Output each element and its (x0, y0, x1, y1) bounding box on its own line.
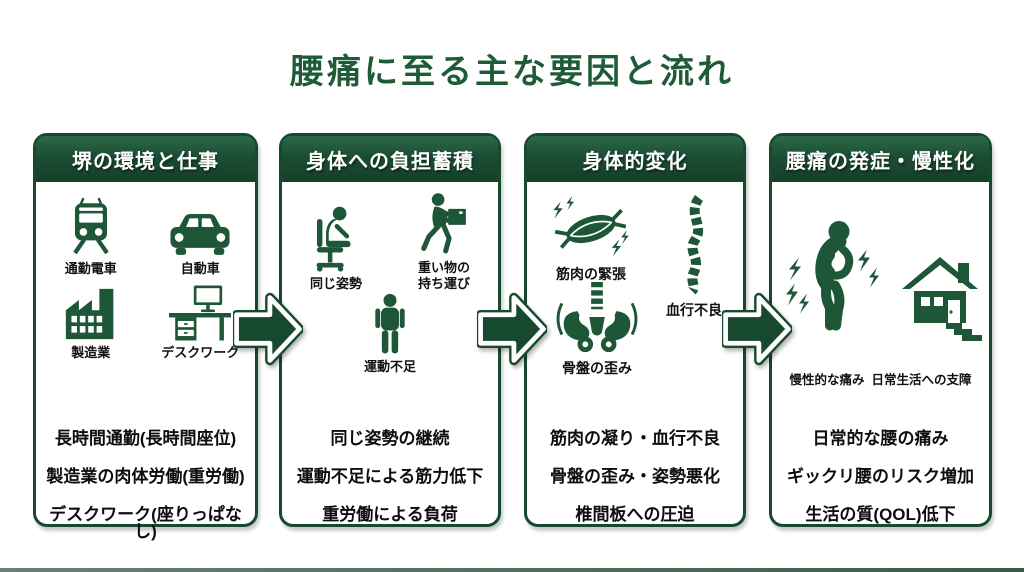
train-icon (64, 195, 118, 257)
icon-cell-pain-person (782, 188, 888, 366)
icon-label: 運動不足 (363, 359, 416, 375)
icon-label: 重い物の 持ち運び (417, 260, 470, 291)
car-icon (167, 211, 233, 257)
icon-label: 骨盤の歪み (562, 360, 632, 376)
icon-cell-pelvis: 骨盤の歪み (545, 280, 649, 377)
panel-environment-work: 堺の環境と仕事 通勤電車 (33, 133, 258, 540)
icon-label: 慢性的な痛み (789, 373, 865, 387)
point-text: 筋肉の凝り・血行不良 (550, 429, 720, 448)
panel-backpain-onset: 腰痛の発症・慢性化 (769, 133, 992, 527)
point-text: 同じ姿勢の継続 (330, 429, 450, 448)
panel-icon-area: 通勤電車 (36, 182, 255, 404)
point-text: ギックリ腰のリスク増加 (787, 467, 974, 486)
desk-icon (169, 285, 232, 341)
icon-label: 日常生活への支障 (871, 373, 972, 387)
flow-arrow-right (722, 289, 792, 369)
point-text: 運動不足による筋力低下 (296, 467, 484, 486)
point-text: デスクワーク(座りっぱなし) (49, 505, 242, 541)
pelvis-icon (545, 280, 649, 356)
icon-label: 筋肉の緊張 (556, 266, 626, 282)
factory-icon (61, 287, 121, 341)
panel-header: 堺の環境と仕事 (36, 136, 255, 182)
point-text: 長時間通勤(長時間座位) (54, 429, 237, 448)
icon-label: 自動車 (180, 261, 220, 276)
standing-person-icon (371, 293, 409, 355)
back-pain-person-icon (782, 188, 888, 366)
spine-icon (659, 190, 729, 298)
panel-icon-area: 慢性的な痛み 日常生活への支障 (772, 182, 989, 404)
icon-cell-train: 通勤電車 (36, 195, 146, 277)
icon-cell-house (890, 254, 990, 342)
icon-cell-sitting: 同じ姿勢 (282, 192, 390, 291)
icon-cell-factory: 製造業 (36, 285, 146, 361)
icon-cell-muscle: 筋肉の緊張 (535, 196, 647, 283)
icon-label: 血行不良 (666, 302, 722, 318)
icon-label: デスクワーク (161, 344, 240, 360)
panel-header: 身体への負担蓄積 (282, 136, 498, 182)
icon-cell-standing: 運動不足 (282, 293, 498, 375)
panel-header: 身体的変化 (527, 136, 743, 182)
panel-points: 筋肉の凝り・血行不良 骨盤の歪み・姿勢悪化 椎間板への圧迫 (527, 404, 743, 523)
flow-arrow-right (233, 289, 303, 369)
panel-physical-change: 身体的変化 (524, 133, 746, 527)
flow-arrow-right (477, 289, 547, 369)
panel-body-burden: 身体への負担蓄積 (279, 133, 501, 527)
house-icon (890, 254, 990, 342)
bottom-edge-strip (0, 568, 1024, 572)
icon-cell-spine: 血行不良 (659, 190, 729, 319)
icon-cell-car: 自動車 (146, 195, 256, 277)
sitting-posture-icon (307, 204, 365, 272)
point-text: 骨盤の歪み・姿勢悪化 (550, 467, 720, 486)
icon-labels-row: 慢性的な痛み 日常生活への支障 (772, 373, 989, 388)
icon-label: 製造業 (71, 344, 111, 360)
point-text: 日常的な腰の痛み (812, 429, 949, 448)
point-text: 生活の質(QOL)低下 (805, 505, 956, 524)
icon-label: 同じ姿勢 (309, 275, 362, 291)
point-text: 椎間板への圧迫 (575, 505, 695, 524)
point-text: 重労働による負荷 (322, 505, 458, 524)
muscle-tension-icon (535, 196, 647, 262)
icon-cell-desk: デスクワーク (146, 285, 256, 361)
panel-points: 日常的な腰の痛み ギックリ腰のリスク増加 生活の質(QOL)低下 (772, 404, 989, 523)
panel-points: 長時間通勤(長時間座位) 製造業の肉体労働(重労働) デスクワーク(座りっぱなし… (36, 404, 255, 540)
page-title: 腰痛に至る主な要因と流れ (290, 53, 734, 91)
icon-label: 通勤電車 (64, 261, 117, 276)
panel-icon-area: 同じ姿勢 重い物の 持ち運び (282, 182, 498, 404)
panel-points: 同じ姿勢の継続 運動不足による筋力低下 重労働による負荷 (282, 404, 498, 523)
point-text: 製造業の肉体労働(重労働) (46, 467, 245, 486)
icon-cell-carrying: 重い物の 持ち運び (390, 192, 498, 291)
panel-header: 腰痛の発症・慢性化 (772, 136, 989, 182)
carrying-box-icon (416, 192, 472, 256)
panel-icon-area: 筋肉の緊張 血行不良 (527, 182, 743, 404)
